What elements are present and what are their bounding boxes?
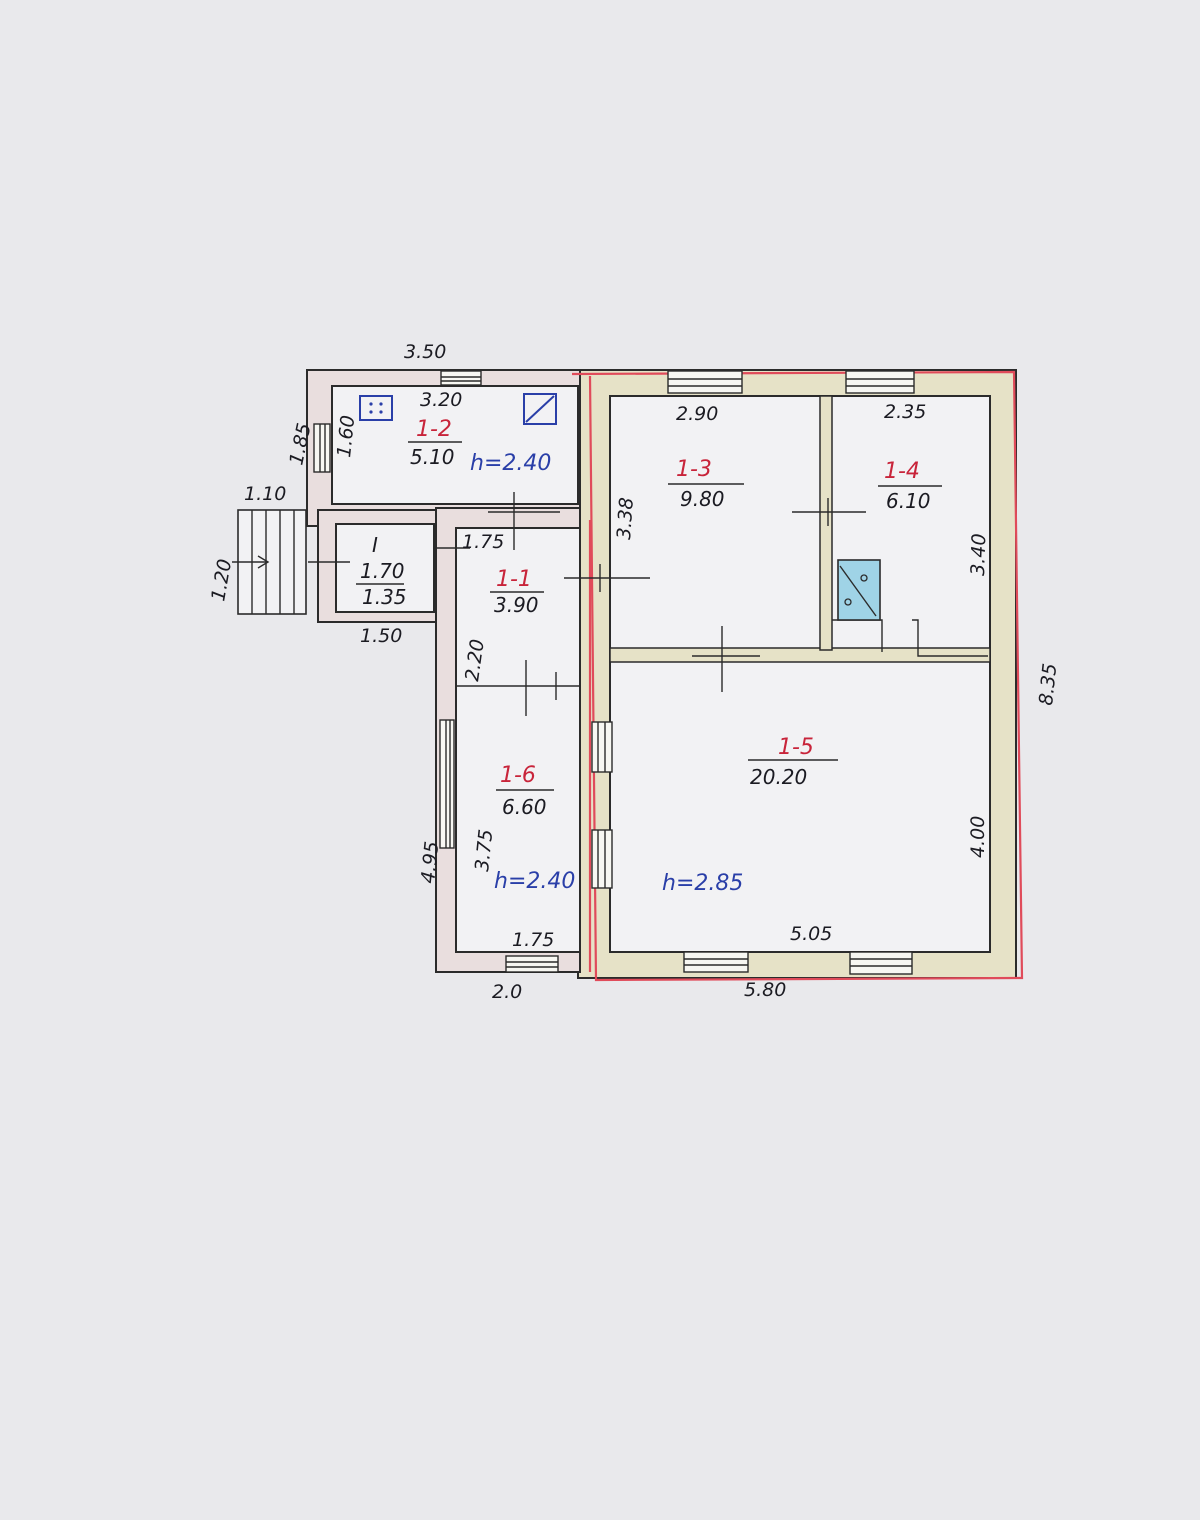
svg-text:h=2.40: h=2.40 bbox=[470, 451, 551, 476]
sink-icon bbox=[523, 393, 557, 425]
svg-text:h=2.85: h=2.85 bbox=[662, 871, 743, 896]
svg-text:5.10: 5.10 bbox=[410, 445, 455, 469]
svg-text:1.60: 1.60 bbox=[333, 414, 359, 458]
room-label-1-6: 1-6 6.60 h=2.40 bbox=[494, 763, 575, 894]
svg-text:1.10: 1.10 bbox=[244, 483, 286, 505]
svg-text:1-3: 1-3 bbox=[676, 457, 712, 482]
windows bbox=[313, 370, 915, 975]
svg-text:6.10: 6.10 bbox=[886, 489, 931, 513]
door-marks bbox=[308, 492, 866, 716]
svg-text:2.35: 2.35 bbox=[884, 401, 926, 423]
svg-text:20.20: 20.20 bbox=[750, 765, 807, 789]
svg-text:5.80: 5.80 bbox=[744, 979, 786, 1001]
svg-text:3.40: 3.40 bbox=[967, 533, 990, 576]
svg-text:8.35: 8.35 bbox=[1035, 662, 1061, 706]
svg-text:h=2.40: h=2.40 bbox=[494, 869, 575, 894]
svg-text:1-4: 1-4 bbox=[884, 459, 920, 484]
svg-text:3.38: 3.38 bbox=[613, 497, 638, 541]
svg-text:3.20: 3.20 bbox=[420, 389, 462, 411]
svg-text:1.50: 1.50 bbox=[360, 625, 402, 647]
porch-stairs-icon bbox=[232, 509, 307, 615]
main-house-walls bbox=[577, 369, 1017, 979]
svg-text:5.05: 5.05 bbox=[790, 923, 832, 945]
svg-text:3.90: 3.90 bbox=[494, 593, 539, 617]
svg-text:9.80: 9.80 bbox=[680, 487, 725, 511]
svg-text:1.35: 1.35 bbox=[362, 585, 407, 609]
svg-text:3.75: 3.75 bbox=[471, 828, 497, 872]
svg-text:2.0: 2.0 bbox=[492, 981, 522, 1003]
annex-walls bbox=[306, 369, 581, 973]
svg-text:6.60: 6.60 bbox=[502, 795, 547, 819]
svg-text:1.75: 1.75 bbox=[512, 929, 554, 951]
room-label-1-2: 1-2 5.10 h=2.40 bbox=[408, 417, 551, 476]
boiler-icon bbox=[837, 559, 881, 621]
svg-text:1.75: 1.75 bbox=[462, 531, 504, 553]
svg-text:2.90: 2.90 bbox=[676, 403, 718, 425]
svg-text:1.70: 1.70 bbox=[360, 559, 405, 583]
room-label-1-4: 1-4 6.10 bbox=[878, 459, 942, 513]
dimension-labels: 3.50 3.20 1.85 1.60 1.10 1.20 1.50 1.75 … bbox=[207, 341, 1061, 1003]
svg-text:1.20: 1.20 bbox=[207, 557, 236, 602]
svg-text:I: I bbox=[372, 533, 378, 557]
svg-text:1-1: 1-1 bbox=[496, 567, 532, 592]
interior-walls bbox=[456, 395, 991, 687]
svg-text:3.50: 3.50 bbox=[404, 341, 446, 363]
svg-text:4.00: 4.00 bbox=[967, 816, 989, 858]
svg-text:4.95: 4.95 bbox=[417, 840, 443, 884]
room-label-1-3: 1-3 9.80 bbox=[668, 457, 744, 511]
room-label-1-5: 1-5 20.20 h=2.85 bbox=[662, 735, 838, 896]
room-label-I: I 1.70 1.35 bbox=[356, 533, 407, 609]
room-label-1-1: 1-1 3.90 bbox=[490, 567, 544, 617]
svg-text:1-5: 1-5 bbox=[778, 735, 814, 760]
stove-icon bbox=[359, 395, 393, 421]
svg-text:1-2: 1-2 bbox=[416, 417, 452, 442]
svg-text:1-6: 1-6 bbox=[500, 763, 536, 788]
